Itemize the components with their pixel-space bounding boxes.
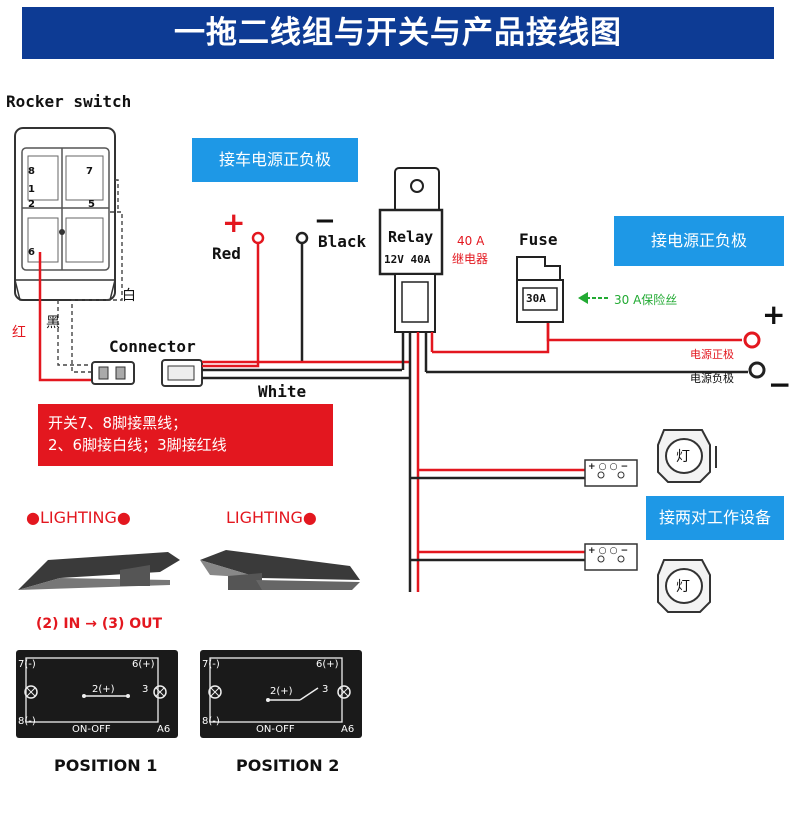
power-minus-symbol: − [768,368,790,401]
relay-cn-label: 继电器 [452,252,489,266]
switch-schematic-2 [200,650,362,738]
relay-rating: 12V 40A [384,253,431,266]
pin6-label: 6(+) [316,659,339,670]
fuse-cn-label: 30 A保险丝 [614,293,678,307]
connector-label: Connector [109,337,196,356]
pin7-label: 7(-) [202,659,220,670]
car-power-note: 接车电源正负极 [192,138,358,182]
pin6-label: 6(+) [132,659,155,670]
rocker-switch-label: Rocker switch [6,92,132,111]
instruction-line: 开关7、8脚接黑线； [48,414,188,432]
flow-label: (2) IN → (3) OUT [36,616,163,632]
device-terminal-label: + ○ ○ − [588,462,629,472]
rocker-switch-icon [14,127,116,301]
device-terminal-icon [584,459,638,487]
pin3-label: 3 [142,684,149,695]
power-pos-label: 电源正极 [690,348,734,361]
pin8-label: 8(-) [202,716,220,727]
switch-schematic-1 [16,650,178,738]
pin-label: 2 [28,199,35,210]
black-minus-symbol: − [314,206,336,236]
pin-label: 5 [88,199,95,210]
model-label: A6 [341,724,355,735]
onoff-label: ON-OFF [256,724,295,735]
black-label: Black [318,232,367,251]
rocker-side-view-icon [18,552,180,590]
page-title: 一拖二线组与开关与产品接线图 [22,7,774,59]
relay-label: Relay [388,228,434,246]
position-2-label: POSITION 2 [236,756,340,775]
red-label: Red [212,244,241,263]
fuse-value: 30A [526,292,546,305]
black-wire-cn-label: 黑 [46,315,60,331]
pin-label: 7 [86,166,93,177]
lamp-label: 灯 [676,579,690,595]
pin2-label: 2(+) [92,684,115,695]
wiring-instructions: 开关7、8脚接黑线； 2、6脚接白线；3脚接红线 [38,404,333,466]
pin-label: 8 [28,166,35,177]
onoff-label: ON-OFF [72,724,111,735]
power-plus-symbol: + [762,298,786,331]
lamp-icon [657,429,717,483]
power-note: 接电源正负极 [614,216,784,266]
position-1-label: POSITION 1 [54,756,158,775]
white-wire-cn-label: 白 [122,288,136,304]
model-label: A6 [157,724,171,735]
pin2-label: 2(+) [270,686,293,697]
device-terminal-label: + ○ ○ − [588,546,629,556]
pin-label: 1 [28,184,35,195]
power-neg-label: 电源负极 [690,372,734,385]
lighting-label-1: ●LIGHTING● [26,508,131,527]
device-terminal-icon [584,543,638,571]
fuse-arrow-icon [578,292,608,304]
relay-icon [378,167,444,333]
connector-icon [91,359,203,387]
lighting-label-2: LIGHTING● [226,508,317,527]
lamp-icon [657,559,711,613]
fuse-label: Fuse [519,230,558,249]
red-plus-symbol: + [222,206,246,239]
pin-label: 6 [28,247,35,258]
red-wire-cn-label: 红 [12,325,26,341]
fuse-icon [516,256,564,323]
white-label: White [258,382,307,401]
devices-note: 接两对工作设备 [646,496,784,540]
pin7-label: 7(-) [18,659,36,670]
rocker-side-view-icon [200,550,360,590]
pin8-label: 8(-) [18,716,36,727]
instruction-line: 2、6脚接白线；3脚接红线 [48,436,227,454]
lamp-label: 灯 [676,449,690,465]
relay-amp-label: 40 A [457,234,485,248]
pin3-label: 3 [322,684,329,695]
